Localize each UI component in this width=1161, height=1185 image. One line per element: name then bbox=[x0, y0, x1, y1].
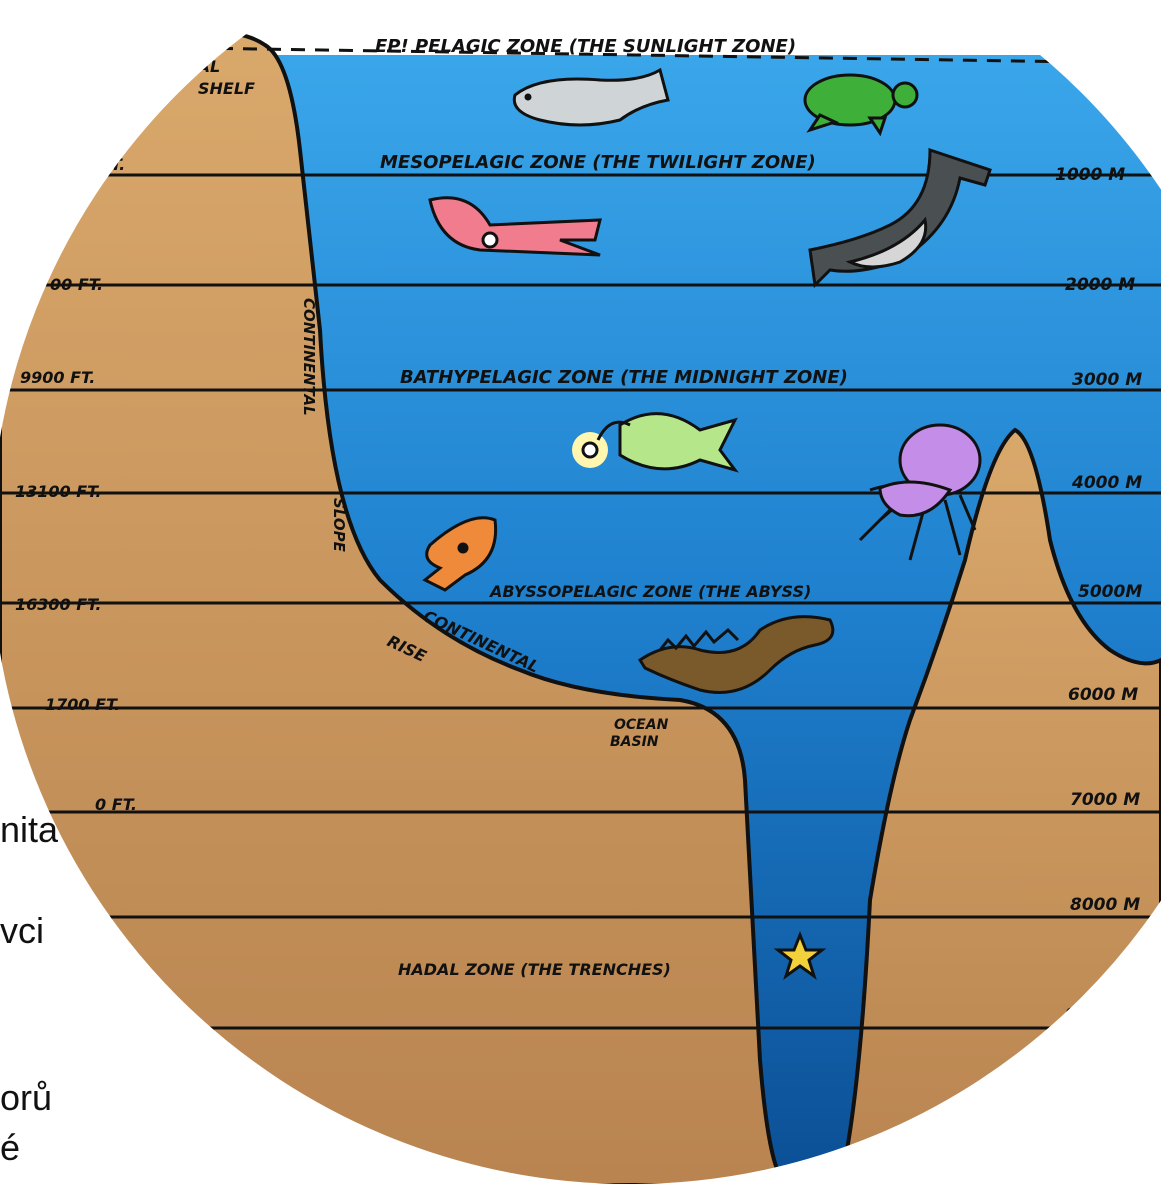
depth-label-ft-4: 13100 FT. bbox=[15, 482, 101, 501]
zone-label-mesopelagic: MESOPELAGIC ZONE (THE TWILIGHT ZONE) bbox=[380, 152, 816, 173]
depth-label-ft-2: 00 FT. bbox=[50, 275, 103, 294]
depth-label-ft-7: 0 FT. bbox=[95, 795, 137, 814]
slide-text-line-2: vci bbox=[0, 913, 44, 949]
depth-label-6000m: 6000 M bbox=[1068, 685, 1138, 705]
depth-label-4000m: 4000 M bbox=[1071, 473, 1142, 493]
depth-label-3000m: 3000 M bbox=[1072, 370, 1142, 390]
depth-label-7000m: 7000 M bbox=[1070, 790, 1140, 810]
zone-label-hadal: HADAL ZONE (THE TRENCHES) bbox=[398, 960, 671, 979]
depth-label-ft-5: 16300 FT. bbox=[15, 595, 101, 614]
basin-label-basin: BASIN bbox=[610, 734, 659, 750]
slide-text-line-4: é bbox=[0, 1130, 20, 1166]
basin-label-ocean: OCEAN bbox=[614, 717, 669, 733]
slope-label-continental: CONTINENTAL bbox=[300, 298, 318, 416]
depth-label-ft-3: 9900 FT. bbox=[20, 368, 95, 387]
slope-label-slope: SLOPE bbox=[330, 498, 348, 553]
depth-label-200m: 200 M bbox=[1065, 51, 1123, 71]
zone-label-abyssopelagic: ABYSSOPELAGIC ZONE (THE ABYSS) bbox=[488, 582, 811, 601]
depth-label-5000m: 5000M bbox=[1078, 582, 1142, 602]
depth-label-1000m: 1000 M bbox=[1055, 165, 1125, 185]
slide-text-line-3: orů bbox=[0, 1080, 52, 1116]
depth-label-9000m: 9000 M bbox=[1065, 1005, 1135, 1025]
shelf-label-bottom: SHELF bbox=[198, 79, 255, 98]
depth-label-ft-6: 1700 FT. bbox=[45, 695, 120, 714]
slide-text-line-1: nita bbox=[0, 812, 58, 848]
zone-label-epipelagic: EP! PELAGIC ZONE (THE SUNLIGHT ZONE) bbox=[375, 36, 796, 57]
zone-label-bathypelagic: BATHYPELAGIC ZONE (THE MIDNIGHT ZONE) bbox=[400, 367, 848, 388]
depth-label-2000m: 2000 M bbox=[1065, 275, 1135, 295]
depth-label-8000m: 8000 M bbox=[1070, 895, 1140, 915]
